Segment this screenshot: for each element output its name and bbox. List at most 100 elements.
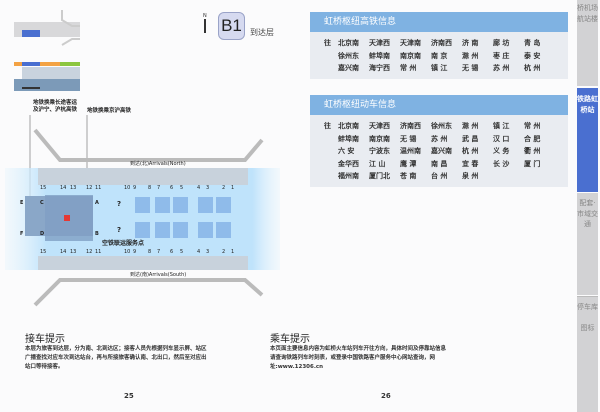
destination: 苏 州 <box>493 64 510 72</box>
destination: 徐州东 <box>431 122 452 130</box>
destination-row: 嘉兴南海宁西常 州镇 江无 锡苏 州杭 州 <box>324 62 568 75</box>
service-point-label: 空铁联运服务点 <box>102 240 145 247</box>
destination: 滁 州 <box>462 122 479 130</box>
destination-row: 往北京南天津西天津南济南西济 南廊 坊青 岛 <box>324 37 568 50</box>
waiting-blocks <box>135 197 231 238</box>
direction-prefix <box>324 62 338 75</box>
side-tab-parking[interactable]: 停车库图标 <box>577 296 598 412</box>
side-tab-icons[interactable]: 图标 <box>580 323 595 332</box>
side-tab-label: 停车库 <box>577 303 598 311</box>
destination: 南 京 <box>431 51 448 60</box>
floor-badge: B1 <box>218 12 245 40</box>
destination: 温州南 <box>400 147 421 155</box>
callout-transfer-jinghu: 地铁换乘京沪高铁 <box>87 108 132 114</box>
destination-row: 蚌埠南南京南无 锡苏 州武 昌汉 口合 肥 <box>324 133 568 146</box>
destination: 镇 江 <box>493 122 510 130</box>
destination: 嘉兴南 <box>338 64 359 72</box>
exit-number: 2 <box>222 185 226 191</box>
destination: 北京南 <box>338 122 359 130</box>
destination: 无 锡 <box>400 134 417 143</box>
emu-destinations: 往北京南天津西济南西徐州东滁 州镇 江常 州蚌埠南南京南无 锡苏 州武 昌汉 口… <box>310 115 568 187</box>
south-exit-row <box>38 256 248 270</box>
destination: 鹰 潭 <box>400 159 417 168</box>
destination: 南 昌 <box>431 159 448 168</box>
exit-number: 1 <box>231 249 235 255</box>
destination: 枣 庄 <box>493 51 510 60</box>
destination-row: 往北京南天津西济南西徐州东滁 州镇 江常 州 <box>324 120 568 133</box>
destination: 苍 南 <box>400 172 417 180</box>
side-tab-label: 桥机场航站楼 <box>577 4 598 23</box>
gate-letter: C <box>40 200 44 206</box>
exit-number: 12 <box>86 249 93 255</box>
destination: 镇 江 <box>431 64 448 72</box>
destination: 常 州 <box>400 64 417 72</box>
direction-prefix <box>324 158 338 171</box>
direction-prefix <box>324 133 338 146</box>
help-icon: ? <box>117 226 121 234</box>
destination: 江 山 <box>369 159 386 168</box>
pickup-tips: 接车提示 本层为旅客到达层，分为南、北到达区；接客人员先根据列车显示屏、站区广播… <box>25 330 210 372</box>
destination: 宁波东 <box>369 147 390 155</box>
destination: 厦门北 <box>369 172 390 180</box>
floor-name: 到达层 <box>250 28 274 37</box>
destination: 义 务 <box>493 147 510 155</box>
side-tab-label: 配套·市域交通 <box>577 199 598 228</box>
north-arrow-icon: N <box>203 13 207 33</box>
page-number-right: 26 <box>381 392 391 400</box>
hsr-panel-title: 虹桥枢纽高铁信息 <box>310 12 568 32</box>
destination: 长 沙 <box>493 159 510 168</box>
side-tab-transport[interactable]: 配套·市域交通 <box>577 193 598 295</box>
destination: 蚌埠南 <box>338 134 359 143</box>
destination: 厦 门 <box>524 159 541 168</box>
side-tab-label: 铁路虹桥站 <box>577 95 598 114</box>
exit-number: 12 <box>86 185 93 191</box>
destination: 宜 春 <box>462 159 479 168</box>
key-plan-diagram <box>14 10 80 91</box>
help-icon: ? <box>117 200 121 208</box>
boarding-tips: 乘车提示 本页面主要信息内容为虹桥火车站列车开往方向，具体时间及停靠站信息请查询… <box>270 330 450 372</box>
destination: 天津南 <box>400 39 421 47</box>
destination: 海宁西 <box>369 64 390 72</box>
hsr-info-panel: 虹桥枢纽高铁信息 往北京南天津西天津南济南西济 南廊 坊青 岛徐州东蚌埠南南京南… <box>310 12 568 79</box>
boarding-tips-title: 乘车提示 <box>270 334 310 345</box>
destination: 廊 坊 <box>493 39 510 47</box>
destination: 台 州 <box>431 172 448 180</box>
north-arrivals-en: Arrivals(North) <box>148 161 186 167</box>
exit-number: 8 <box>148 249 152 255</box>
destination: 蚌埠南 <box>369 51 390 60</box>
destination: 天津西 <box>369 39 390 47</box>
page-number-left: 25 <box>124 392 134 400</box>
direction-prefix <box>324 50 338 63</box>
exit-number: 10 <box>124 249 131 255</box>
south-arrivals-en: Arrivals(South) <box>148 272 187 278</box>
exit-number: 14 <box>60 185 67 191</box>
destination: 北京南 <box>338 39 359 47</box>
destination-row: 福州南厦门北苍 南台 州泉 州 <box>324 170 568 183</box>
side-tab-railway-station[interactable]: 铁路虹桥站 <box>577 88 598 192</box>
side-tab-airport-terminal[interactable]: 桥机场航站楼 <box>577 0 598 86</box>
emu-panel-title: 虹桥枢纽动车信息 <box>310 95 568 115</box>
exit-number: 1 <box>231 185 235 191</box>
destination: 泉 州 <box>462 172 479 180</box>
exit-number: 8 <box>148 185 152 191</box>
destination-row: 六 安宁波东温州南嘉兴南杭 州义 务衢 州 <box>324 145 568 158</box>
pickup-tips-body: 本层为旅客到达层，分为南、北到达区；接客人员先根据列车显示屏、站区广播查找对应车… <box>25 346 207 370</box>
exit-number: 4 <box>197 185 201 191</box>
north-label: N <box>203 13 207 19</box>
emu-info-panel: 虹桥枢纽动车信息 往北京南天津西济南西徐州东滁 州镇 江常 州蚌埠南南京南无 锡… <box>310 95 568 187</box>
destination: 武 昌 <box>462 134 479 143</box>
direction-prefix: 往 <box>324 39 331 47</box>
destination: 滁 州 <box>462 51 479 60</box>
destination: 济南西 <box>400 122 421 130</box>
destination: 济 南 <box>462 39 479 47</box>
exit-number: 5 <box>180 185 184 191</box>
callout-transfer-long-distance: 地铁换乘长途客运 及沪宁、沪杭高铁 <box>33 100 78 113</box>
info-point-icon <box>64 215 70 221</box>
direction-prefix <box>324 145 338 158</box>
exit-number: 9 <box>133 185 137 191</box>
destination: 杭 州 <box>524 64 541 72</box>
pickup-tips-title: 接车提示 <box>25 334 65 345</box>
destination: 徐州东 <box>338 51 359 60</box>
north-arrivals-label: 到达(北)Arrivals(North) <box>130 160 186 167</box>
exit-number: 11 <box>95 249 102 255</box>
